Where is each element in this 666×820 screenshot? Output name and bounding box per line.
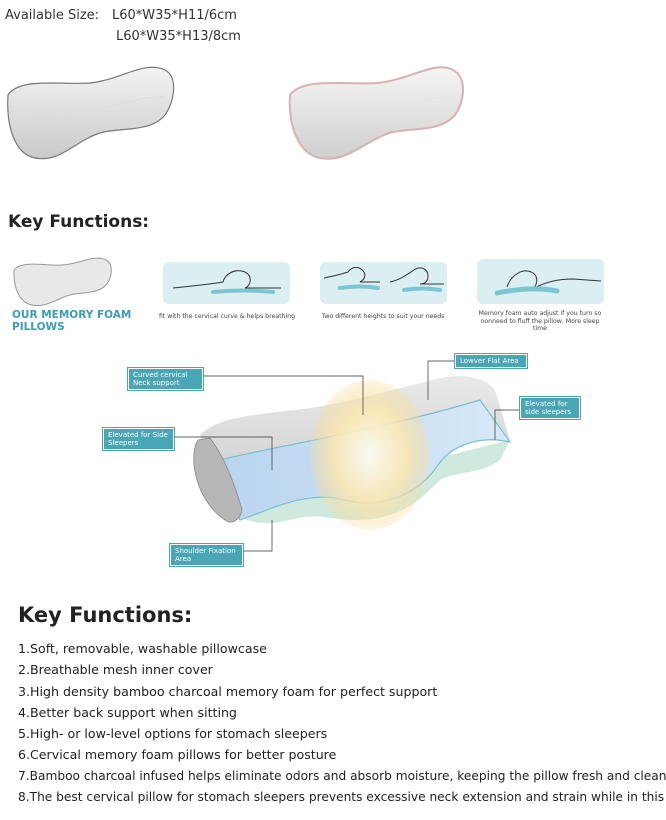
list-item: 8.The best cervical pillow for stomach s… — [18, 790, 665, 805]
list-item: 3.High density bamboo charcoal memory fo… — [18, 683, 438, 699]
pillow-structure-diagram — [193, 376, 512, 530]
key-functions-heading-small: Key Functions: — [8, 212, 150, 232]
list-item: 4.Better back support when sitting — [18, 704, 237, 720]
pillow-photo-pink — [288, 66, 464, 160]
key-functions-heading: Key Functions: — [18, 603, 193, 627]
list-item: 1.Soft, removable, washable pillowcase — [18, 641, 267, 656]
callout-elevated-right: Elevated for side sleepers — [520, 397, 580, 419]
size-option-1: L60*W35*H11/6cm — [112, 8, 237, 23]
caption-3: Memory foam auto adjust if you turn so n… — [478, 310, 602, 332]
callout-lower-flat: Lowver Flat Area — [455, 354, 527, 368]
list-item: 7.Bamboo charcoal infused helps eliminat… — [18, 768, 666, 783]
sleep-illustration-3 — [477, 259, 604, 304]
available-size-label: Available Size: — [5, 8, 100, 23]
callout-curved-neck: Curved cervical Neck support — [128, 368, 203, 390]
caption-2: Two different heights to suit your needs — [321, 313, 445, 320]
size-option-2: L60*W35*H13/8cm — [116, 29, 241, 44]
list-item: 5.High- or low-level options for stomach… — [18, 726, 328, 742]
list-item: 2.Breathable mesh inner cover — [18, 662, 213, 678]
callout-shoulder: Shoulder Fixation Area — [170, 544, 243, 566]
caption-1: fit with the cervical curve & helps brea… — [158, 313, 296, 320]
pillow-thumbnail — [13, 257, 112, 307]
key-functions-list: 1.Soft, removable, washable pillowcase 2… — [18, 640, 666, 810]
memory-foam-pillows-title: OUR MEMORY FOAM PILLOWS — [12, 309, 132, 333]
list-item: 6.Cervical memory foam pillows for bette… — [18, 747, 337, 763]
sleep-illustration-2 — [320, 262, 447, 304]
pillow-photo-grey — [7, 66, 175, 160]
callout-elevated-left: Elevated for Side Sleepers — [103, 428, 174, 450]
sleep-illustration-1 — [163, 262, 290, 304]
